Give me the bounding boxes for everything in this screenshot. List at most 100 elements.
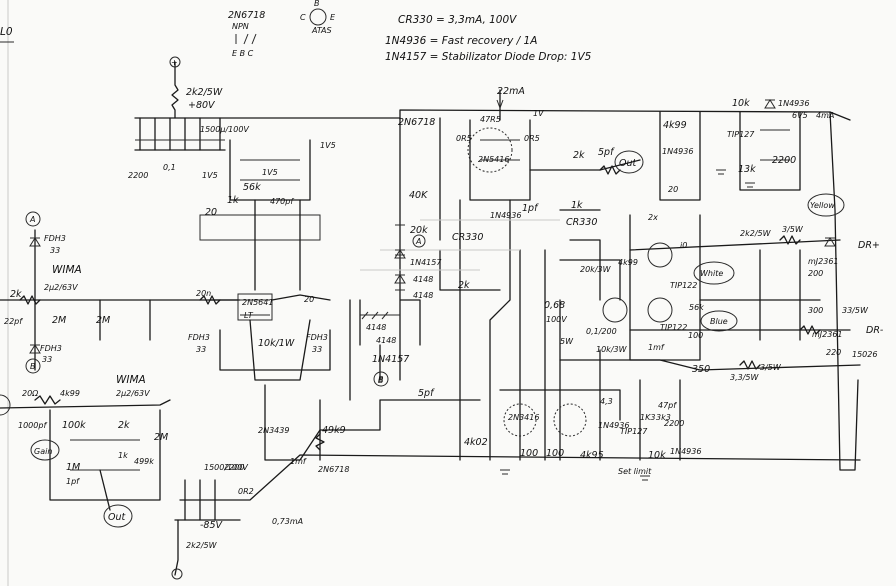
label: 10k/3W bbox=[596, 345, 628, 354]
label: 1N4936 bbox=[670, 447, 701, 456]
label: 470pf bbox=[270, 197, 294, 206]
label: 2200 bbox=[224, 463, 244, 472]
label: TIP122 bbox=[670, 281, 697, 290]
label: 1k bbox=[118, 451, 128, 460]
lt-pair-block bbox=[237, 293, 273, 321]
label: mJ2361 bbox=[812, 330, 843, 339]
output-terminal-icon bbox=[103, 504, 133, 528]
transistor-icon bbox=[647, 242, 673, 268]
zener-icon bbox=[29, 237, 41, 247]
label: 2k bbox=[10, 289, 22, 300]
label: 1500µ/100V bbox=[200, 125, 249, 134]
label: 20k bbox=[410, 225, 428, 236]
label: 1N4157 bbox=[372, 354, 409, 365]
node-b-icon bbox=[373, 371, 389, 387]
node-a-icon bbox=[25, 211, 41, 227]
label: 5W bbox=[560, 337, 574, 346]
output-terminal-icon bbox=[614, 150, 644, 174]
gain-marker-icon bbox=[30, 439, 60, 461]
resistor-icon bbox=[799, 325, 821, 335]
label: 47R5 bbox=[480, 115, 501, 124]
label: 1k bbox=[227, 195, 239, 206]
diode-icon bbox=[394, 274, 406, 284]
diode-icon bbox=[394, 249, 406, 259]
note-1n4936: 1N4936 = Fast recovery / 1A bbox=[385, 35, 537, 47]
label: mJ2361 bbox=[808, 257, 839, 266]
label: 100V bbox=[546, 315, 567, 324]
label: 1mf bbox=[290, 457, 307, 466]
resistor-icon bbox=[19, 295, 41, 305]
label: 1K3 bbox=[640, 413, 655, 422]
label: 2N5641 bbox=[242, 298, 273, 307]
label: i0 bbox=[680, 241, 687, 250]
resistor-icons bbox=[19, 165, 821, 451]
label: DR+ bbox=[858, 240, 880, 251]
label: B bbox=[30, 362, 36, 371]
component-labels: 2k2/5W +80V 1500µ/100V 0,1 2200 1V5 1V5 … bbox=[4, 86, 884, 550]
label: 10k bbox=[732, 98, 750, 109]
label: 2x bbox=[648, 213, 658, 222]
resistor-icon bbox=[34, 395, 61, 405]
pinout-package-icon bbox=[309, 8, 327, 26]
label: White bbox=[700, 269, 723, 278]
label: B bbox=[378, 375, 384, 384]
label: 1pf bbox=[522, 203, 539, 214]
label: 2µ2/63V bbox=[44, 283, 78, 292]
label: 15026 bbox=[852, 350, 877, 359]
ground-icons bbox=[500, 169, 755, 481]
label: Set limit bbox=[618, 467, 652, 476]
label: 100 bbox=[688, 331, 703, 340]
label: 2200 bbox=[128, 171, 148, 180]
label: 2N3439 bbox=[258, 426, 289, 435]
label: 4mA bbox=[816, 111, 834, 120]
label: 2200 bbox=[772, 155, 796, 166]
label: 10k bbox=[648, 450, 666, 461]
label: 2k bbox=[458, 280, 470, 291]
label: A bbox=[415, 237, 421, 246]
label: 2N3416 bbox=[508, 413, 539, 422]
label: 20 bbox=[304, 295, 314, 304]
label: 300 bbox=[808, 306, 823, 315]
label: TIP122 bbox=[660, 323, 687, 332]
label: 56k bbox=[243, 182, 261, 193]
label: 1N4936 bbox=[490, 211, 521, 220]
label: -85V bbox=[200, 520, 224, 531]
label: CR330 bbox=[566, 217, 597, 228]
label: Gain bbox=[34, 447, 52, 456]
label: 4k99 bbox=[60, 389, 80, 398]
transistor-icon bbox=[647, 297, 673, 323]
label: WIMA bbox=[52, 264, 82, 276]
pinout-e: E bbox=[330, 13, 336, 22]
pinout-view: ATAS bbox=[311, 26, 332, 35]
label: 499k bbox=[134, 457, 154, 466]
transistor-pair-icon bbox=[467, 127, 513, 173]
svg-text:+: + bbox=[171, 58, 178, 67]
pinout-type: NPN bbox=[232, 22, 249, 31]
label: 22pf bbox=[4, 317, 23, 326]
label: 33 bbox=[42, 355, 52, 364]
label: FDH3 bbox=[44, 234, 66, 243]
label: 1N4936 bbox=[598, 421, 629, 430]
label: 0,1 bbox=[163, 163, 176, 172]
label: 1000pf bbox=[18, 421, 47, 430]
label: B bbox=[378, 376, 384, 385]
label: LT bbox=[244, 311, 254, 320]
label: FDH3 bbox=[188, 333, 210, 342]
label: 2N5416 bbox=[478, 155, 509, 164]
white-marker-icon bbox=[693, 261, 735, 285]
label: WIMA bbox=[116, 374, 146, 386]
ground-hatch-icon bbox=[360, 311, 400, 320]
diode-icon bbox=[764, 99, 776, 109]
label: TIP127 bbox=[727, 130, 755, 139]
label: 3k3 bbox=[656, 413, 671, 422]
transistor-icon bbox=[503, 403, 537, 437]
label: 20 bbox=[668, 185, 678, 194]
label: 47pf bbox=[658, 401, 677, 410]
label: 2k2/5W bbox=[186, 87, 223, 98]
label: 20n bbox=[196, 289, 211, 298]
label: 3/5W bbox=[782, 225, 804, 234]
label: 4148 bbox=[376, 336, 396, 345]
label: 1V5 bbox=[202, 171, 218, 180]
blue-marker-icon bbox=[700, 310, 738, 332]
label: FDH3 bbox=[40, 344, 62, 353]
